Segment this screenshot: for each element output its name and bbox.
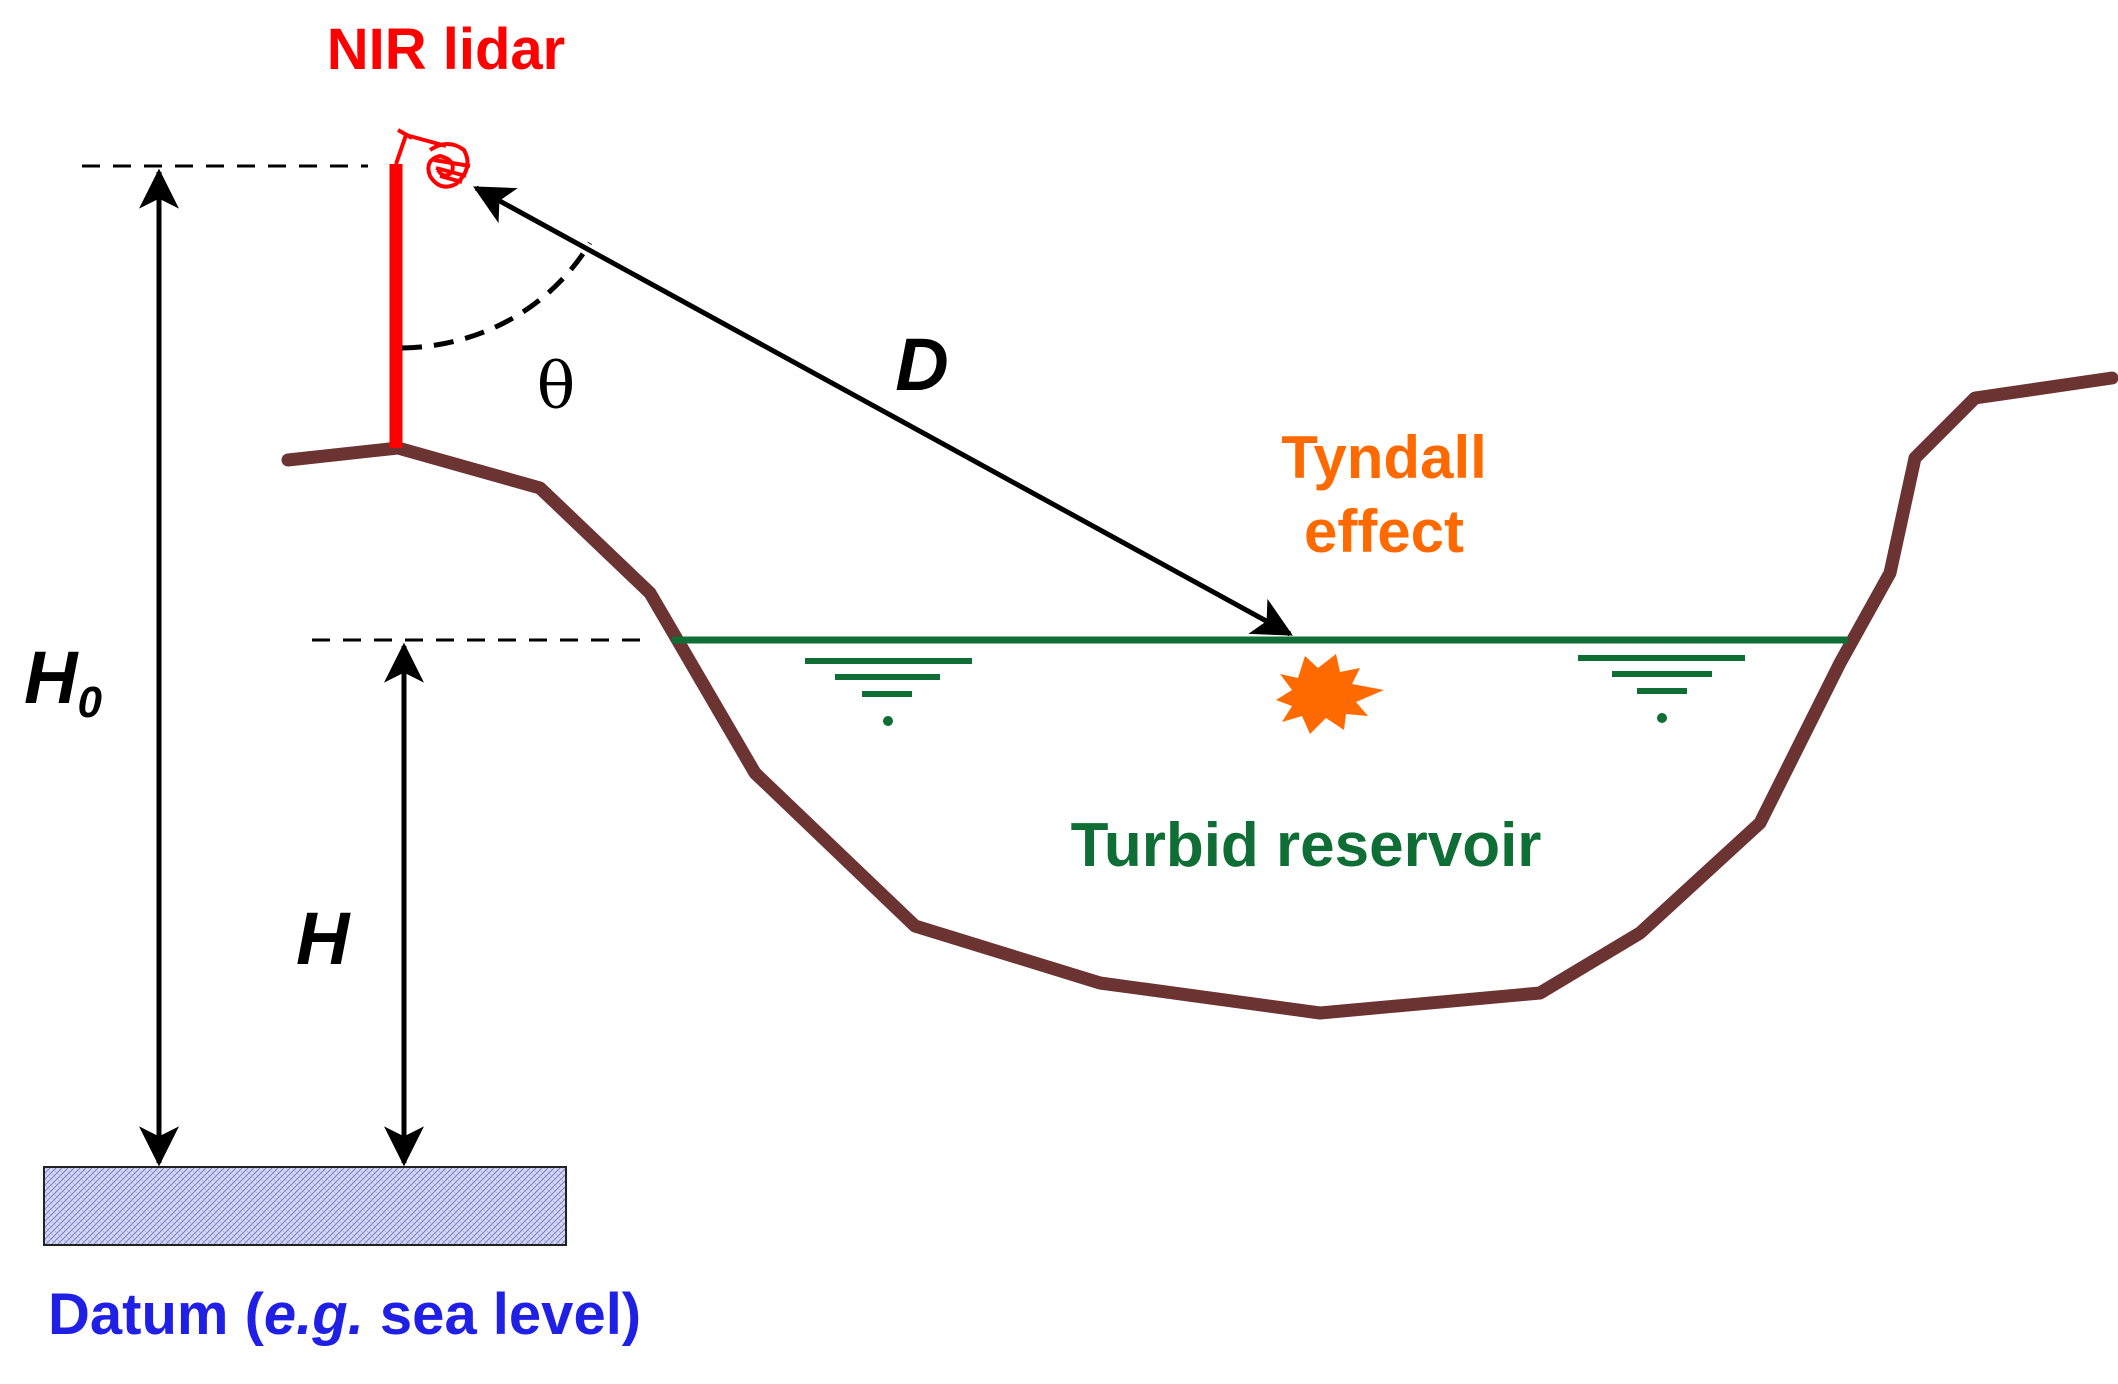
- water-level-icon: [805, 658, 972, 726]
- total-height-label-main: H: [24, 636, 79, 719]
- tyndall-label-line1: Tyndall: [1281, 424, 1487, 491]
- distance-label: D: [895, 323, 948, 406]
- total-height-label: H0: [24, 636, 102, 727]
- datum-label-suffix: sea level): [364, 1282, 641, 1347]
- water-level-icon: [1578, 655, 1745, 723]
- datum-label: Datum (e.g. sea level): [48, 1282, 641, 1347]
- water-height-label: H: [296, 897, 351, 980]
- reservoir-label: Turbid reservoir: [1071, 811, 1542, 880]
- lidar-scanner-icon: [394, 128, 471, 189]
- total-height-label-subscript: 0: [77, 678, 102, 727]
- datum-label-prefix: Datum (: [48, 1282, 265, 1347]
- tyndall-label-line2: effect: [1304, 498, 1464, 565]
- lidar-label: NIR lidar: [327, 17, 566, 82]
- angle-label: θ: [537, 350, 576, 424]
- terrain-profile: [281, 371, 2118, 1020]
- datum-label-eg: e.g.: [264, 1282, 364, 1347]
- distance-arrow: [473, 185, 1293, 637]
- angle-arc: [401, 241, 593, 351]
- datum-block: [43, 1166, 567, 1246]
- tyndall-burst-icon: [1276, 654, 1384, 734]
